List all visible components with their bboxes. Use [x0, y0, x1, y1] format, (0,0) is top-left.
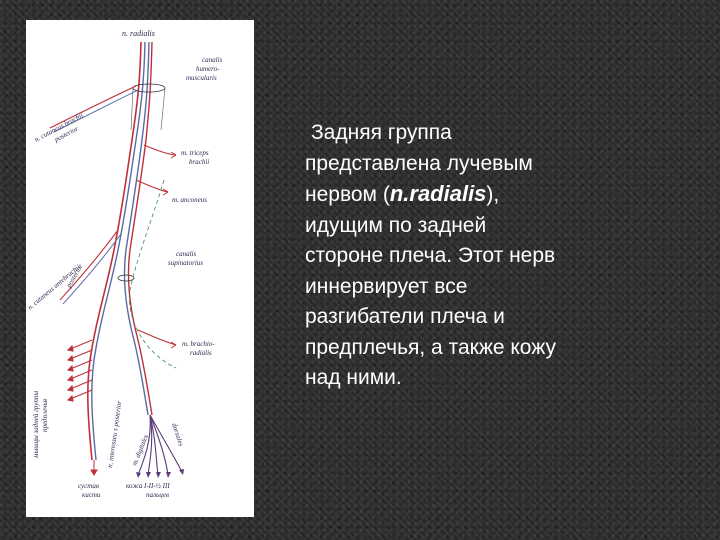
text-line: стороне плеча. Этот нерв [305, 241, 665, 272]
text-line: разгибатели плеча и [305, 302, 665, 333]
label-anconeus: m. anconeus [172, 196, 207, 204]
radial-nerve-diagram: n. radialis canalis humero- muscularis n… [26, 20, 254, 517]
text-line: Задняя группа [305, 118, 665, 149]
text-line: над ними. [305, 363, 665, 394]
label-muscles-1: мышцы задней группы [32, 391, 40, 459]
label-n-interosseus: n. interosseu s posterior [106, 400, 123, 468]
label-triceps-2: brachii [189, 158, 209, 166]
label-canalis-3: muscularis [186, 74, 217, 82]
text-line: иннервирует все [305, 272, 665, 303]
anconeus-arrow [163, 189, 168, 195]
latin-term: n.radialis [390, 181, 487, 206]
label-canalis-2: humero- [196, 65, 220, 73]
label-muscles-2: предплечья [41, 399, 49, 432]
text-line: предплечья, а также кожу [305, 333, 665, 364]
nerve-trunk-blue-2 [124, 42, 149, 415]
label-triceps-1: m. triceps [181, 149, 209, 157]
brachioradialis-arrow [171, 342, 176, 348]
label-sustava-1: сустав [78, 482, 99, 490]
text-fragment: ), [486, 183, 499, 206]
label-canalis-1: canalis [202, 56, 222, 64]
label-n-radialis: n. radialis [122, 29, 155, 38]
label-sustava-2: кисти [82, 491, 101, 499]
label-brachioradialis-2: radialis [190, 349, 212, 357]
wrist-arrow [91, 460, 97, 475]
digital-arrowheads [136, 469, 184, 478]
nerve-diagram-svg: n. radialis canalis humero- muscularis n… [26, 20, 254, 517]
text-line: представлена лучевым [305, 149, 665, 180]
text-line: идущим по задней [305, 211, 665, 242]
label-kozha-1: кожа I-II-½ III [126, 482, 170, 490]
triceps-branch [144, 145, 176, 155]
text-line: нервом (n.radialis), [305, 179, 665, 211]
canalis-supinatorius-ring [118, 275, 134, 281]
label-brachioradialis-1: m. brachio- [182, 340, 215, 348]
text-fragment: нервом ( [305, 183, 390, 206]
label-kozha-2: пальцев [146, 491, 169, 499]
label-dorsales: dorsales [170, 422, 185, 447]
brachioradialis-branch [138, 330, 176, 345]
label-supinatorius-2: supinatorius [168, 259, 203, 267]
description-text: Задняя группа представлена лучевым нерво… [305, 118, 665, 394]
label-supinatorius-1: canalis [176, 250, 196, 258]
